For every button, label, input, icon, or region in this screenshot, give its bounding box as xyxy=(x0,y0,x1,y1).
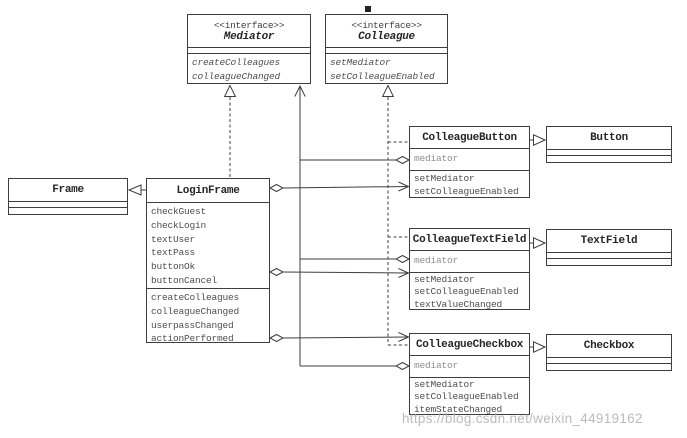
attribute-line: mediator xyxy=(414,153,459,164)
generalization-colleaguebutton-button xyxy=(530,134,547,146)
class-name: Button xyxy=(590,132,628,144)
attribute-line: textUser xyxy=(151,233,196,245)
class-box-colleaguetextfield: ColleagueTextField mediator setMediator … xyxy=(409,228,530,310)
method-line: colleagueChanged xyxy=(192,70,281,82)
class-name: ColleagueTextField xyxy=(412,233,527,246)
class-box-frame: Frame xyxy=(8,178,128,215)
methods-compartment: setMediator setColleagueEnabled textValu… xyxy=(410,272,529,311)
methods-compartment: createColleagues colleagueChanged userpa… xyxy=(147,288,269,346)
aggregation-loginframe-colleaguecheckbox xyxy=(268,332,410,343)
class-title: TextField xyxy=(547,230,671,252)
method-line: colleagueChanged xyxy=(151,305,240,317)
association-colleagues-mediator xyxy=(294,84,411,371)
method-line: setMediator xyxy=(330,57,391,68)
class-name: Colleague xyxy=(358,30,415,43)
generalization-colleaguetextfield-textfield xyxy=(530,237,547,249)
class-box-loginframe: LoginFrame checkGuest checkLogin textUse… xyxy=(146,178,270,346)
attributes-compartment: mediator xyxy=(410,250,529,272)
selection-handle xyxy=(365,6,371,12)
method-line: setMediator xyxy=(414,173,475,184)
generalization-loginframe-frame xyxy=(127,184,146,196)
class-title: Frame xyxy=(9,179,127,201)
class-name: Mediator xyxy=(223,30,275,43)
attributes-compartment: mediator xyxy=(410,355,529,377)
method-line: setColleagueEnabled xyxy=(414,186,519,198)
empty-attributes-compartment xyxy=(9,201,127,207)
methods-compartment: setMediator setColleagueEnabled itemStat… xyxy=(410,377,529,416)
empty-attributes-compartment xyxy=(326,47,447,53)
method-line: setColleagueEnabled xyxy=(414,391,519,403)
methods-compartment: setMediator setColleagueEnabled xyxy=(410,170,529,199)
method-line: actionPerformed xyxy=(151,333,234,345)
attribute-line: checkLogin xyxy=(151,219,207,231)
empty-methods-compartment xyxy=(9,207,127,214)
empty-methods-compartment xyxy=(547,258,671,265)
method-line: userpassChanged xyxy=(151,319,234,331)
methods-compartment: setMediator setColleagueEnabled xyxy=(326,53,447,84)
class-name: ColleagueButton xyxy=(422,131,517,144)
method-line: setColleagueEnabled xyxy=(330,70,435,82)
realization-colleagues-colleague xyxy=(381,84,409,346)
empty-attributes-compartment xyxy=(547,149,671,155)
class-title: ColleagueTextField xyxy=(410,229,529,250)
attribute-line: buttonCancel xyxy=(151,274,218,286)
method-line: setColleagueEnabled xyxy=(414,286,519,298)
class-title: Checkbox xyxy=(547,335,671,357)
method-line: itemStateChanged xyxy=(414,403,503,415)
empty-attributes-compartment xyxy=(547,252,671,258)
class-name: TextField xyxy=(580,235,638,247)
attribute-line: textPass xyxy=(151,247,196,259)
class-box-mediator: <<interface>> Mediator createColleagues … xyxy=(187,14,311,84)
class-name: LoginFrame xyxy=(176,184,240,197)
method-line: setMediator xyxy=(414,274,475,285)
attribute-line: mediator xyxy=(414,255,459,266)
methods-compartment: createColleagues colleagueChanged xyxy=(188,53,310,84)
method-line: createColleagues xyxy=(151,292,240,303)
class-title: <<interface>> Colleague xyxy=(326,15,447,47)
aggregation-loginframe-colleaguetextfield xyxy=(268,267,410,278)
method-line: setMediator xyxy=(414,379,475,390)
empty-attributes-compartment xyxy=(188,47,310,53)
class-title: ColleagueButton xyxy=(410,127,529,148)
realization-loginframe-mediator xyxy=(223,84,237,178)
attributes-compartment: mediator xyxy=(410,148,529,170)
attributes-compartment: checkGuest checkLogin textUser textPass … xyxy=(147,202,269,288)
stereotype-label: <<interface>> xyxy=(213,19,285,31)
class-box-checkbox: Checkbox xyxy=(546,334,672,371)
class-box-colleaguebutton: ColleagueButton mediator setMediator set… xyxy=(409,126,530,198)
class-name: ColleagueCheckbox xyxy=(415,338,524,351)
class-box-colleague: <<interface>> Colleague setMediator setC… xyxy=(325,14,448,84)
method-line: createColleagues xyxy=(192,57,281,68)
class-title: Button xyxy=(547,127,671,149)
class-title: LoginFrame xyxy=(147,179,269,202)
class-box-textfield: TextField xyxy=(546,229,672,266)
stereotype-label: <<interface>> xyxy=(351,19,422,31)
class-title: <<interface>> Mediator xyxy=(188,15,310,47)
attribute-line: checkGuest xyxy=(151,206,207,217)
empty-attributes-compartment xyxy=(547,357,671,363)
empty-methods-compartment xyxy=(547,155,671,162)
class-name: Checkbox xyxy=(583,340,635,352)
empty-methods-compartment xyxy=(547,363,671,370)
class-box-colleaguecheckbox: ColleagueCheckbox mediator setMediator s… xyxy=(409,333,530,415)
attribute-line: buttonOk xyxy=(151,261,196,273)
generalization-colleaguecheckbox-checkbox xyxy=(530,341,547,353)
attribute-line: mediator xyxy=(414,360,459,371)
aggregation-loginframe-colleaguebutton xyxy=(268,181,410,193)
method-line: textValueChanged xyxy=(414,298,503,310)
class-name: Frame xyxy=(52,184,84,196)
class-title: ColleagueCheckbox xyxy=(410,334,529,355)
class-box-button: Button xyxy=(546,126,672,163)
